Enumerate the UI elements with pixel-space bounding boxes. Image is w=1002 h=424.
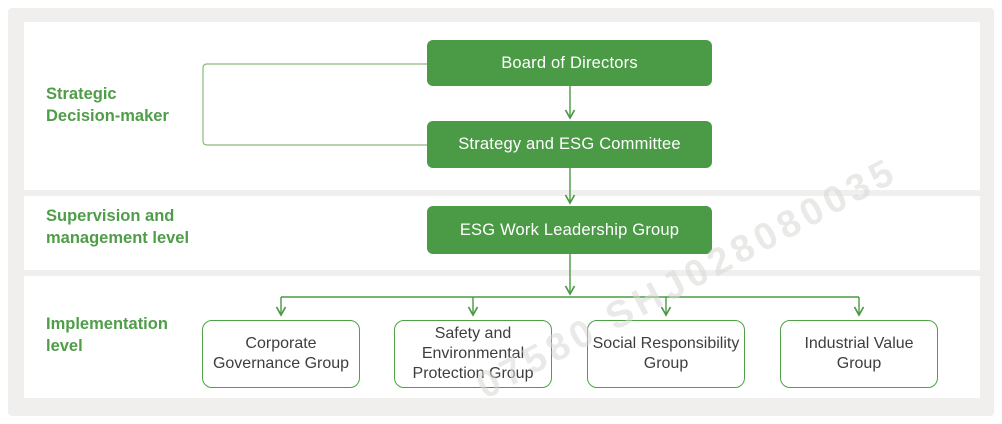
node-safety-environmental-protection-group: Safety and Environmental Protection Grou… — [394, 320, 552, 388]
node-industrial-value-group: Industrial Value Group — [780, 320, 938, 388]
node-esg-work-leadership-group: ESG Work Leadership Group — [427, 206, 712, 254]
node-social-responsibility-group: Social Responsibility Group — [587, 320, 745, 388]
node-board-of-directors: Board of Directors — [427, 40, 712, 86]
level-label-supervision: Supervision and management level — [46, 207, 190, 247]
node-strategy-esg-committee: Strategy and ESG Committee — [427, 121, 712, 168]
level-label-strategic: Strategic Decision-maker — [46, 85, 169, 125]
level-label-implementation: Implementation level — [46, 315, 168, 355]
node-corporate-governance-group: Corporate Governance Group — [202, 320, 360, 388]
